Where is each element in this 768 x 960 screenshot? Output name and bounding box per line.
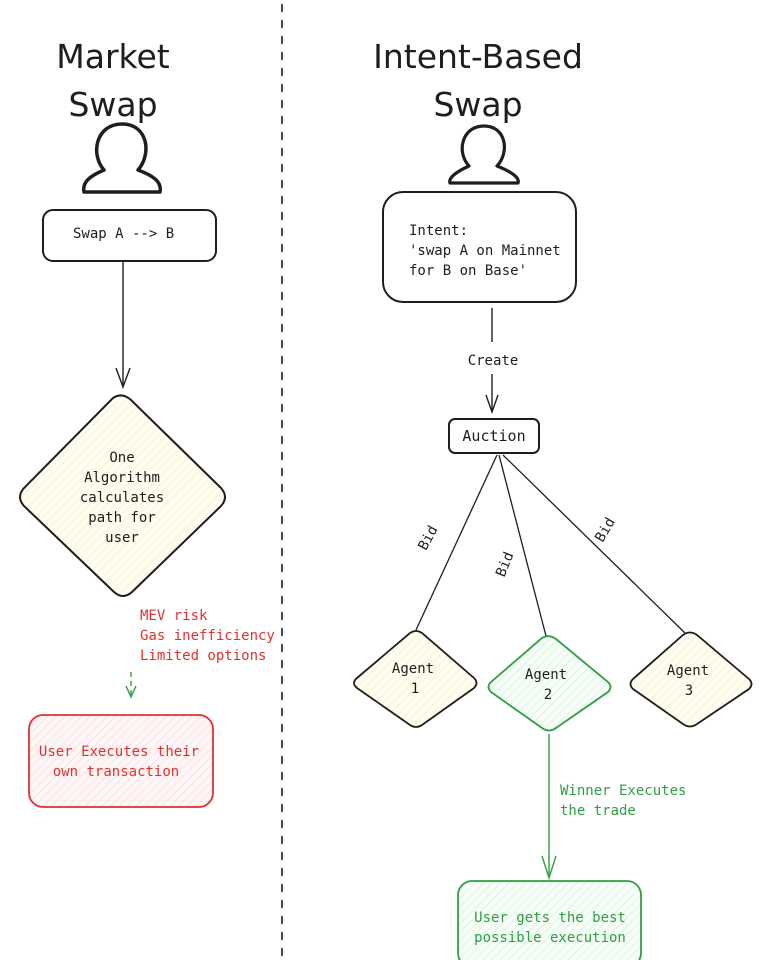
user-executes-box xyxy=(28,714,214,808)
create-label: Create xyxy=(468,353,519,369)
best-execution-line-1: User gets the best xyxy=(474,910,626,926)
intent-swap-title-line1: Intent-Based xyxy=(373,37,583,76)
agent-3-line-2: 3 xyxy=(685,683,693,699)
best-execution-box xyxy=(457,880,642,960)
user-icon xyxy=(448,124,520,185)
algorithm-line-2: Algorithm xyxy=(84,470,160,486)
agent-1-line-2: 1 xyxy=(411,681,419,697)
bid-label-2: Bid xyxy=(493,550,517,579)
user-executes-line-1: User Executes their xyxy=(39,744,199,760)
algorithm-diamond xyxy=(19,394,226,597)
intent-swap-title-line2: Swap xyxy=(433,85,522,124)
agent-3-line-1: Agent xyxy=(667,663,709,679)
agent-1-diamond xyxy=(353,630,478,728)
risk-item-gas: Gas inefficiency xyxy=(140,628,275,644)
agent-2-line-1: Agent xyxy=(525,667,567,683)
algorithm-line-4: path for xyxy=(88,510,155,526)
agent-3-diamond xyxy=(629,631,753,728)
intent-to-auction-arrowhead xyxy=(485,394,499,415)
swap-box xyxy=(42,209,217,262)
user-icon xyxy=(81,122,163,194)
algorithm-line-1: One xyxy=(109,450,134,466)
bid-line-agent-2 xyxy=(498,454,547,637)
auction-label: Auction xyxy=(462,427,525,445)
best-execution-line-2: possible execution xyxy=(474,930,626,946)
intent-box xyxy=(382,191,577,303)
intent-swap-panel: Intent-Based Swap Intent: 'swap A on Mai… xyxy=(353,37,753,960)
winner-arrowhead xyxy=(541,855,557,881)
agent-2-line-2: 2 xyxy=(544,687,552,703)
algorithm-line-5: user xyxy=(105,530,139,546)
algorithm-line-3: calculates xyxy=(80,490,164,506)
risk-arrowhead xyxy=(125,685,137,699)
bid-label-3: Bid xyxy=(592,515,619,545)
swap-to-algorithm-arrowhead xyxy=(115,367,131,390)
intent-line-3: for B on Base' xyxy=(409,263,527,279)
market-swap-panel: Market Swap Swap A --> B One Algorithm c… xyxy=(19,37,275,808)
market-swap-title-line1: Market xyxy=(56,37,169,76)
auction-box xyxy=(448,418,540,454)
market-swap-title-line2: Swap xyxy=(68,85,157,124)
intent-line-1: Intent: xyxy=(409,223,468,239)
bid-line-agent-3 xyxy=(502,454,686,634)
risk-item-options: Limited options xyxy=(140,648,266,664)
bid-line-agent-1 xyxy=(415,454,498,631)
risk-item-mev: MEV risk xyxy=(140,608,208,624)
winner-line-2: the trade xyxy=(560,803,636,819)
bid-label-1: Bid xyxy=(415,523,441,553)
agent-1-line-1: Agent xyxy=(392,661,434,677)
swap-box-label: Swap A --> B xyxy=(73,226,174,242)
intent-line-2: 'swap A on Mainnet xyxy=(409,243,561,259)
agent-2-diamond xyxy=(487,635,612,732)
user-executes-line-2: own transaction xyxy=(53,764,179,780)
winner-line-1: Winner Executes xyxy=(560,783,686,799)
